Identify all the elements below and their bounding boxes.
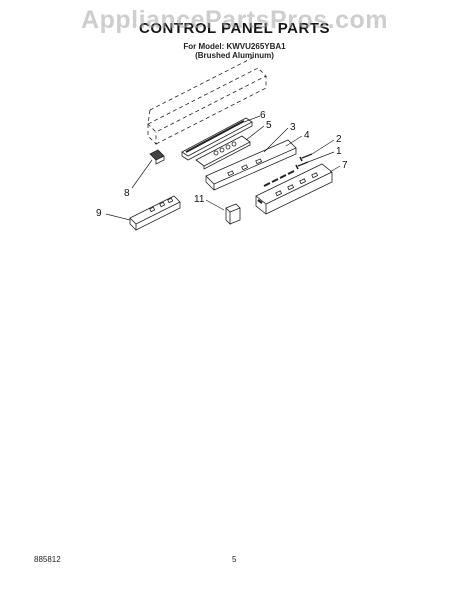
part-8-clip-bracket	[149, 149, 165, 165]
callout-6: 6	[260, 110, 266, 121]
part-4-control-housing	[205, 139, 297, 191]
model-line: For Model: KWVU265YBA1	[183, 42, 286, 51]
callout-2: 2	[336, 134, 342, 145]
leader-lines	[105, 115, 341, 221]
part-11-block	[225, 203, 241, 225]
callout-3: 3	[290, 122, 296, 133]
page-number: 5	[232, 555, 237, 564]
watermark: AppliancePartsPros.com	[81, 6, 388, 34]
callout-7: 7	[342, 160, 348, 171]
part-7-button-bezel	[255, 163, 333, 215]
callout-9: 9	[96, 208, 102, 219]
part-6-display-board	[181, 117, 253, 161]
cabinet-frame-outline	[147, 55, 267, 145]
diagram-title: CONTROL PANEL PARTS	[139, 20, 330, 37]
part-1-screw	[295, 161, 309, 170]
callout-4: 4	[304, 130, 310, 141]
callout-5: 5	[266, 120, 272, 131]
callout-8: 8	[124, 188, 130, 199]
part-5-membrane-switch	[195, 135, 251, 170]
part-2-screw	[299, 153, 313, 162]
finish-line: (Brushed Aluminum)	[195, 51, 274, 60]
doc-number: 885812	[34, 555, 61, 564]
callout-11: 11	[194, 194, 205, 205]
part-9-end-cap	[129, 195, 181, 231]
callout-1: 1	[336, 146, 342, 157]
